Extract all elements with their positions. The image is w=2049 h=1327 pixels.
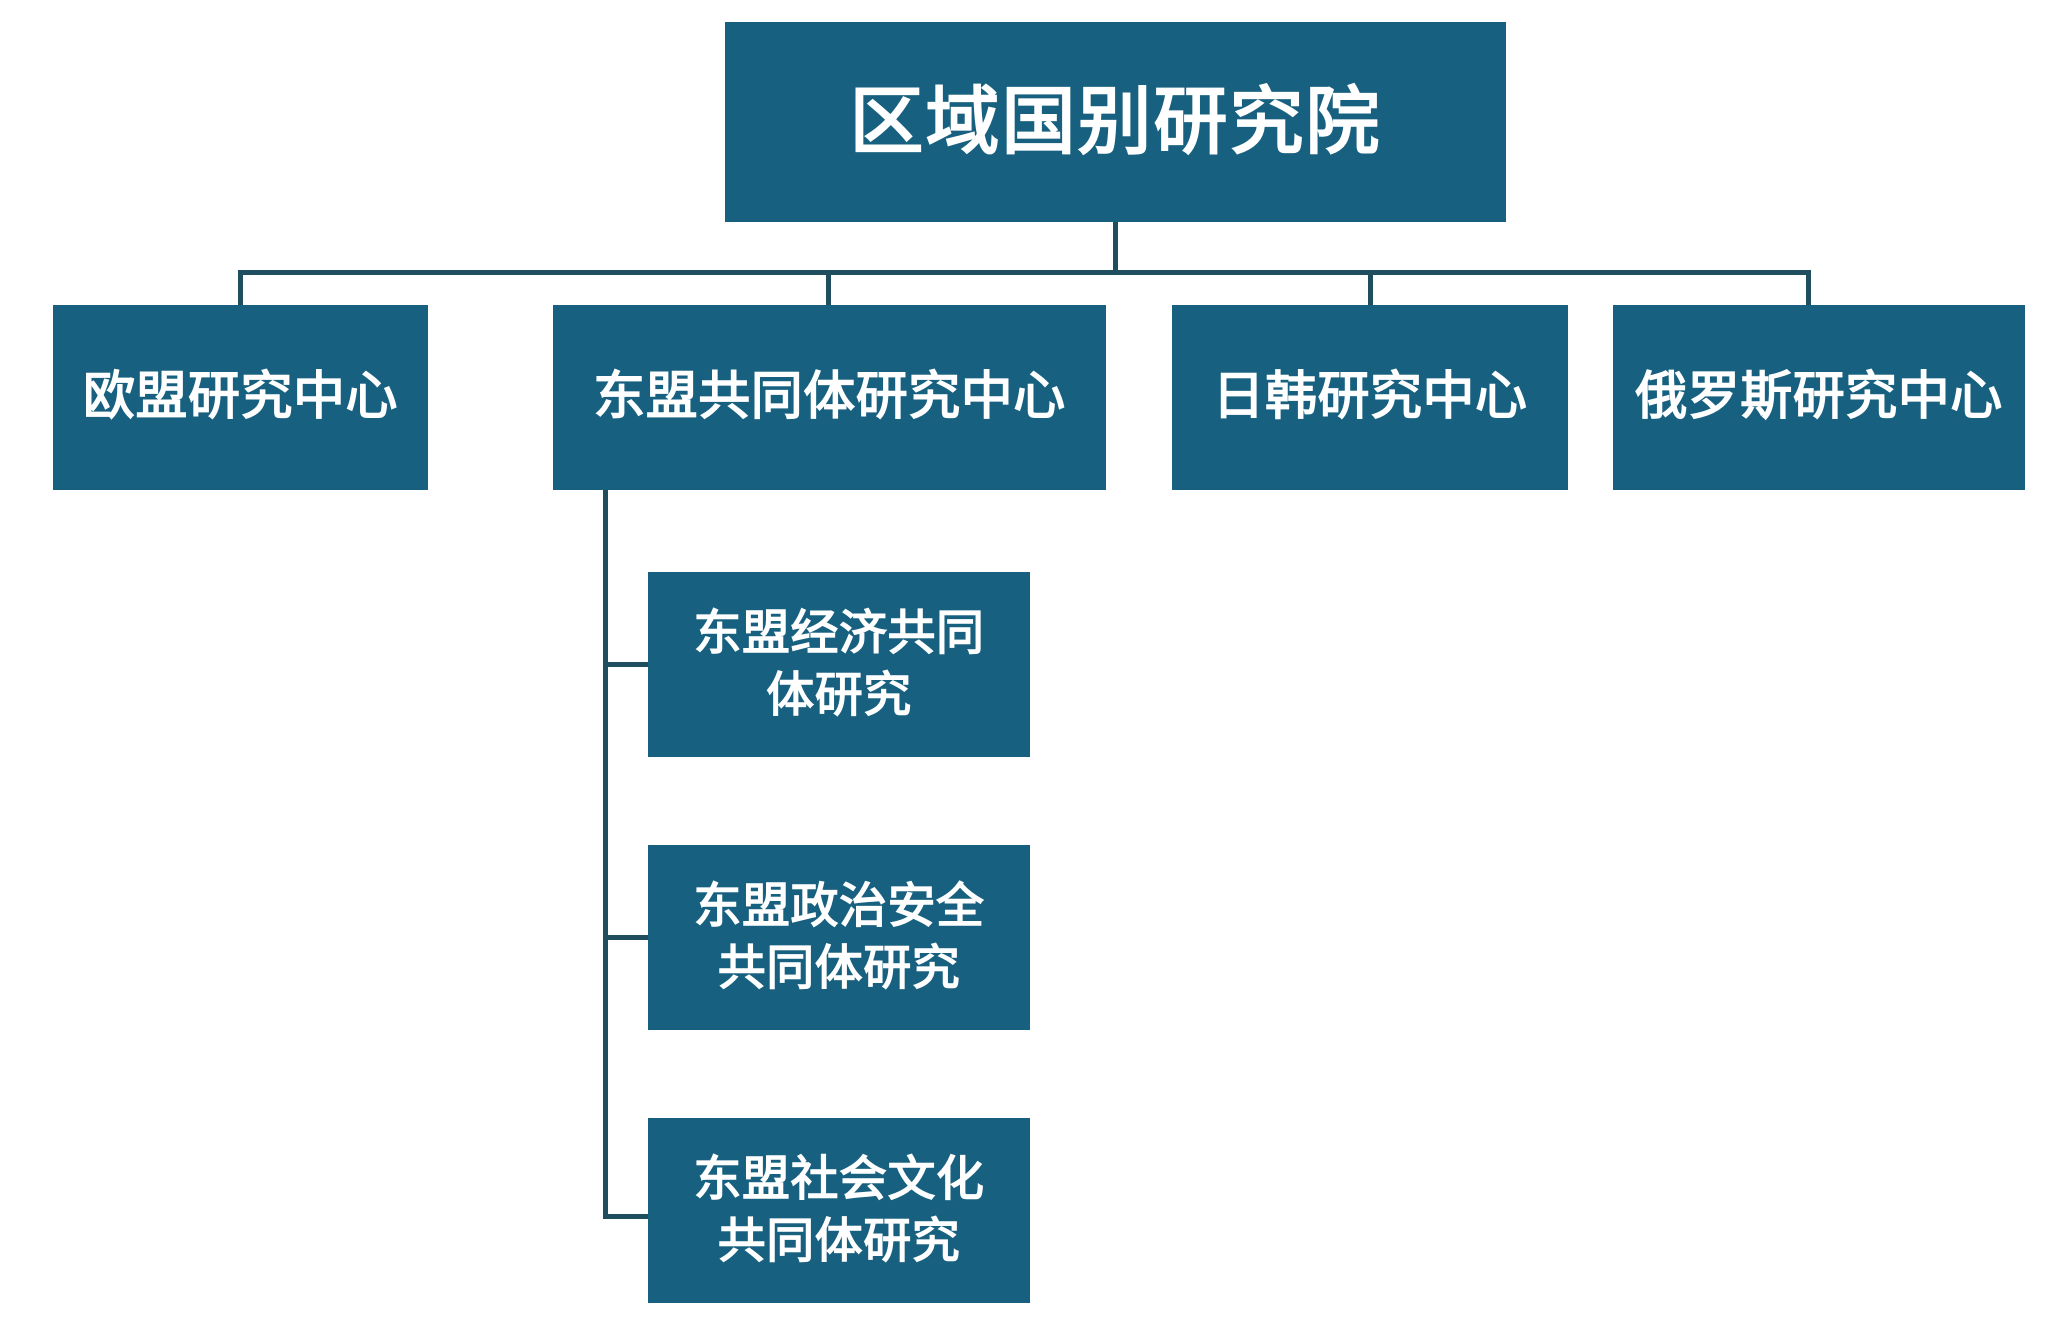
connector-drop-asean — [826, 270, 831, 307]
node-asean-political-line2: 共同体研究 — [717, 941, 961, 995]
node-eu-label: 欧盟研究中心 — [82, 368, 398, 427]
node-asean-label: 东盟共同体研究中心 — [593, 368, 1066, 427]
connector-branch-economic — [603, 662, 651, 667]
connector-branch-sociocultural — [603, 1214, 651, 1219]
node-asean-political-security-community-research[interactable]: 东盟政治安全共同体研究 — [648, 845, 1030, 1030]
connector-drop-japan-korea — [1368, 270, 1373, 307]
node-asean-sociocultural-line2: 共同体研究 — [717, 1214, 961, 1268]
node-asean-economic-community-research[interactable]: 东盟经济共同体研究 — [648, 572, 1030, 757]
connector-level3-spine — [603, 490, 608, 1219]
connector-root-stem — [1113, 222, 1118, 274]
connector-drop-eu — [238, 270, 243, 307]
node-japan-korea-label: 日韩研究中心 — [1212, 368, 1528, 427]
connector-branch-political — [603, 935, 651, 940]
connector-drop-russia — [1806, 270, 1811, 307]
connector-level2-bus — [238, 270, 1811, 275]
node-asean-economic-line1: 东盟经济共同 — [693, 607, 985, 661]
node-asean-political-label: 东盟政治安全共同体研究 — [648, 876, 1030, 999]
node-russia-research-center[interactable]: 俄罗斯研究中心 — [1613, 305, 2025, 490]
node-asean-sociocultural-community-research[interactable]: 东盟社会文化共同体研究 — [648, 1118, 1030, 1303]
node-root-institute[interactable]: 区域国别研究院 — [725, 22, 1506, 222]
node-asean-sociocultural-label: 东盟社会文化共同体研究 — [648, 1149, 1030, 1272]
node-root-label: 区域国别研究院 — [849, 79, 1382, 163]
node-japan-korea-research-center[interactable]: 日韩研究中心 — [1172, 305, 1568, 490]
node-asean-political-line1: 东盟政治安全 — [693, 880, 985, 934]
node-eu-research-center[interactable]: 欧盟研究中心 — [53, 305, 428, 490]
node-asean-economic-label: 东盟经济共同体研究 — [648, 603, 1030, 726]
node-asean-sociocultural-line1: 东盟社会文化 — [693, 1153, 985, 1207]
node-russia-label: 俄罗斯研究中心 — [1635, 368, 2003, 427]
node-asean-economic-line2: 体研究 — [766, 668, 912, 722]
node-asean-community-research-center[interactable]: 东盟共同体研究中心 — [553, 305, 1106, 490]
